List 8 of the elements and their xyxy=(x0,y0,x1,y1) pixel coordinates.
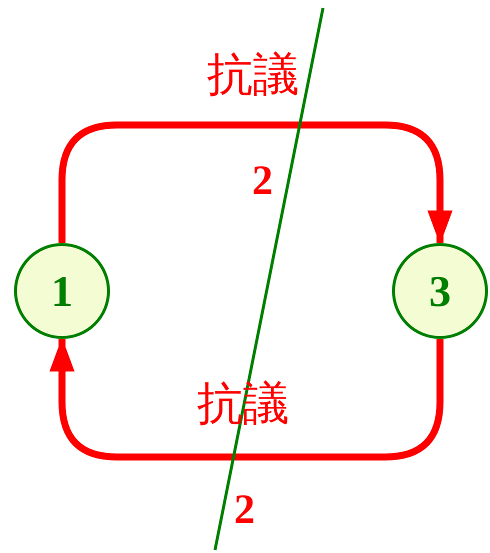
weight-label: 2 xyxy=(234,486,255,534)
edge-label: 抗議 xyxy=(197,375,289,432)
state-circle: 1 xyxy=(14,243,110,339)
arrow xyxy=(58,122,453,244)
weight-label: 2 xyxy=(252,157,273,205)
edge-label: 抗議 xyxy=(207,46,299,103)
arrow xyxy=(49,338,444,460)
state-circle: 3 xyxy=(392,243,488,339)
